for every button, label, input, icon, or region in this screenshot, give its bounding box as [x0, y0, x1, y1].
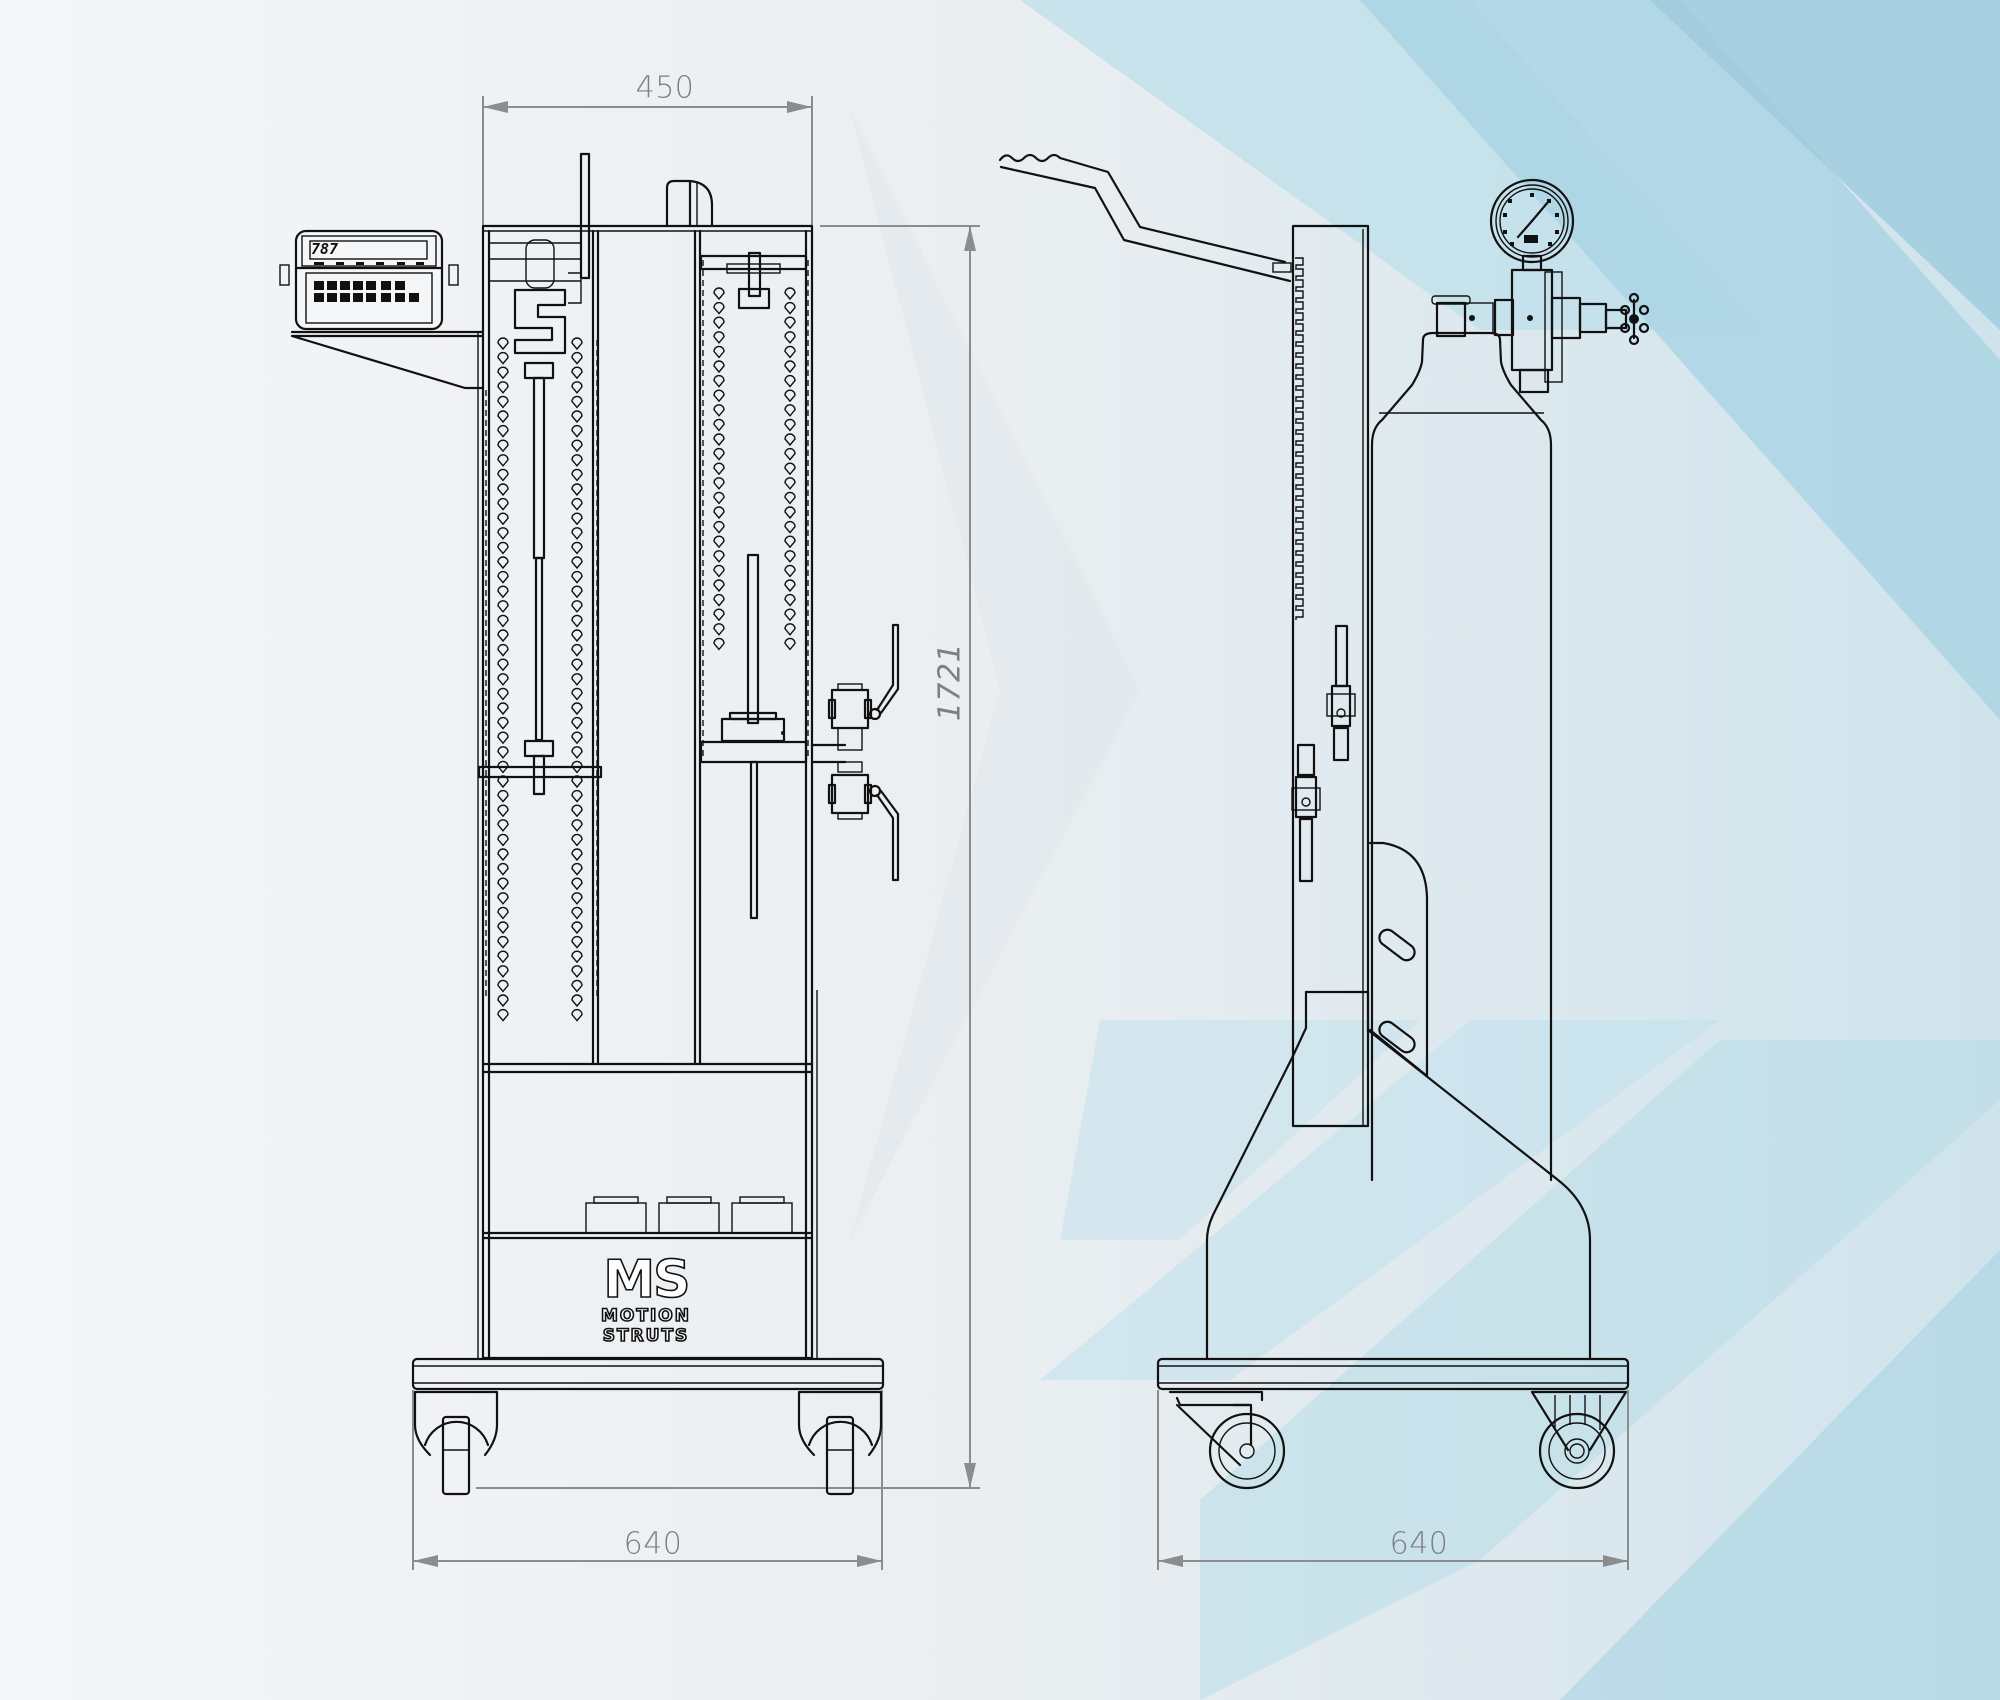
dimension-label-height-1721: 1721 — [932, 642, 968, 722]
front-base-plate — [411, 1357, 885, 1391]
side-column — [1291, 224, 1370, 1128]
dimension-450 — [482, 96, 813, 225]
dimension-label-side-base-640: 640 — [1389, 1526, 1449, 1562]
indicator-display-value: 787 — [311, 240, 339, 258]
top-scale-post — [579, 152, 714, 280]
front-cabinet-frame — [477, 224, 818, 1360]
dimension-label-front-base-640: 640 — [623, 1526, 683, 1562]
side-base-plate — [1156, 1357, 1630, 1391]
side-base-frame — [1205, 990, 1592, 1361]
calibration-weights — [585, 1196, 793, 1234]
load-cell-s-hook — [489, 239, 582, 355]
logo-word-struts: STRUTS — [602, 1325, 690, 1347]
caster-side-fixed — [1530, 1390, 1628, 1490]
logo-monogram: MS — [603, 1250, 692, 1310]
indicator-bracket — [290, 330, 485, 390]
cylinder-valve — [1431, 295, 1494, 338]
side-view — [998, 153, 1650, 1490]
caster-front-right — [797, 1390, 883, 1496]
gas-spring — [477, 361, 603, 796]
pressure-gauge — [1489, 178, 1575, 272]
dimension-1721 — [476, 225, 980, 1489]
caster-side-swivel — [1168, 1390, 1286, 1490]
chain-left — [497, 337, 509, 1022]
handle — [998, 153, 1292, 283]
side-ball-valve-upper — [1326, 624, 1356, 762]
upper-crossbar — [699, 251, 808, 310]
dimension-640-front — [412, 1390, 883, 1570]
chain-right — [571, 337, 583, 1022]
front-view — [279, 152, 900, 1496]
caster-front-left — [413, 1390, 499, 1496]
ball-valve-lower — [827, 761, 900, 882]
hook-rack — [1295, 257, 1304, 620]
side-ball-valve-lower — [1291, 743, 1321, 883]
chain-mid-right — [784, 287, 796, 651]
chain-mid-left — [713, 287, 725, 651]
cylinder-bracket — [1368, 841, 1429, 1078]
dimension-640-side — [1157, 1390, 1629, 1570]
test-platen — [699, 553, 808, 920]
motion-struts-logo: MS MOTION STRUTS — [600, 1250, 692, 1347]
dimension-label-width-450: 450 — [635, 70, 695, 106]
weight-indicator — [279, 229, 459, 331]
shutoff-valve-handwheel — [1619, 292, 1650, 346]
gas-cylinder — [1370, 331, 1553, 1182]
logo-word-motion: MOTION — [600, 1305, 691, 1327]
ball-valve-upper — [810, 623, 900, 764]
pressure-regulator — [1493, 268, 1628, 394]
